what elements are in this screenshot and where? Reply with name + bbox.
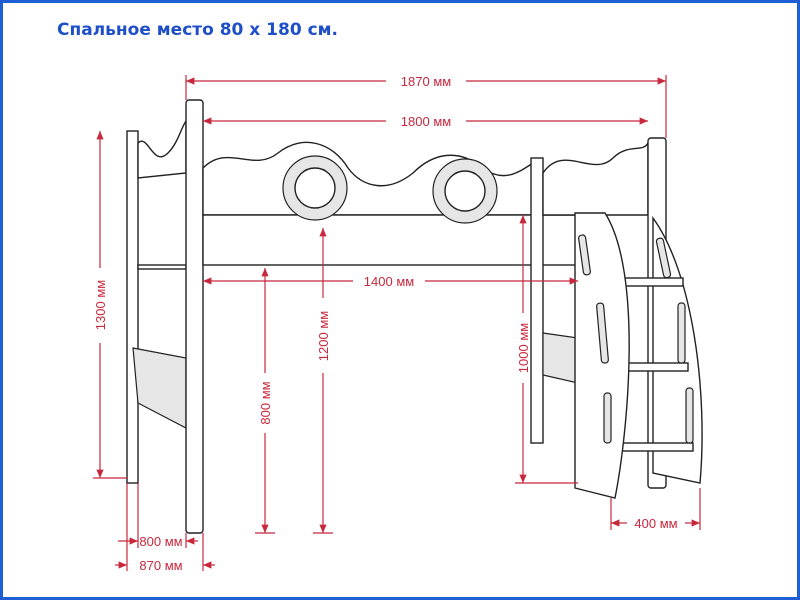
loft-bed-drawing: 1870 мм 1800 мм 1400 мм 1300 мм 1200 мм … xyxy=(93,74,703,573)
dim-under-height: 800 мм xyxy=(255,268,275,534)
dim-under-length: 1400 мм xyxy=(203,274,578,289)
dim-label: 1200 мм xyxy=(316,311,331,361)
dim-label: 1870 мм xyxy=(401,74,451,89)
dim-label: 800 мм xyxy=(139,534,182,549)
dim-label: 800 мм xyxy=(258,381,273,424)
dim-bed-height: 1200 мм xyxy=(313,228,333,534)
dim-label: 1400 мм xyxy=(364,274,414,289)
dim-total-height: 1300 мм xyxy=(93,131,127,479)
page-title: Спальное место 80 х 180 см. xyxy=(57,20,339,40)
dim-label: 870 мм xyxy=(139,558,182,573)
dim-total-length: 1870 мм xyxy=(185,74,667,138)
dim-ladder-height: 1000 мм xyxy=(515,215,578,484)
dim-label: 1800 мм xyxy=(401,114,451,129)
dim-label: 1300 мм xyxy=(93,280,108,330)
dim-ladder-depth: 400 мм xyxy=(610,488,701,531)
dim-label: 400 мм xyxy=(634,516,677,531)
left-end-panel xyxy=(126,99,204,534)
bed-guard-rail xyxy=(202,141,579,266)
ladder xyxy=(574,212,703,499)
dim-total-width: 870 мм xyxy=(115,558,215,573)
dim-bed-length: 1800 мм xyxy=(203,114,648,129)
dim-label: 1000 мм xyxy=(516,323,531,373)
